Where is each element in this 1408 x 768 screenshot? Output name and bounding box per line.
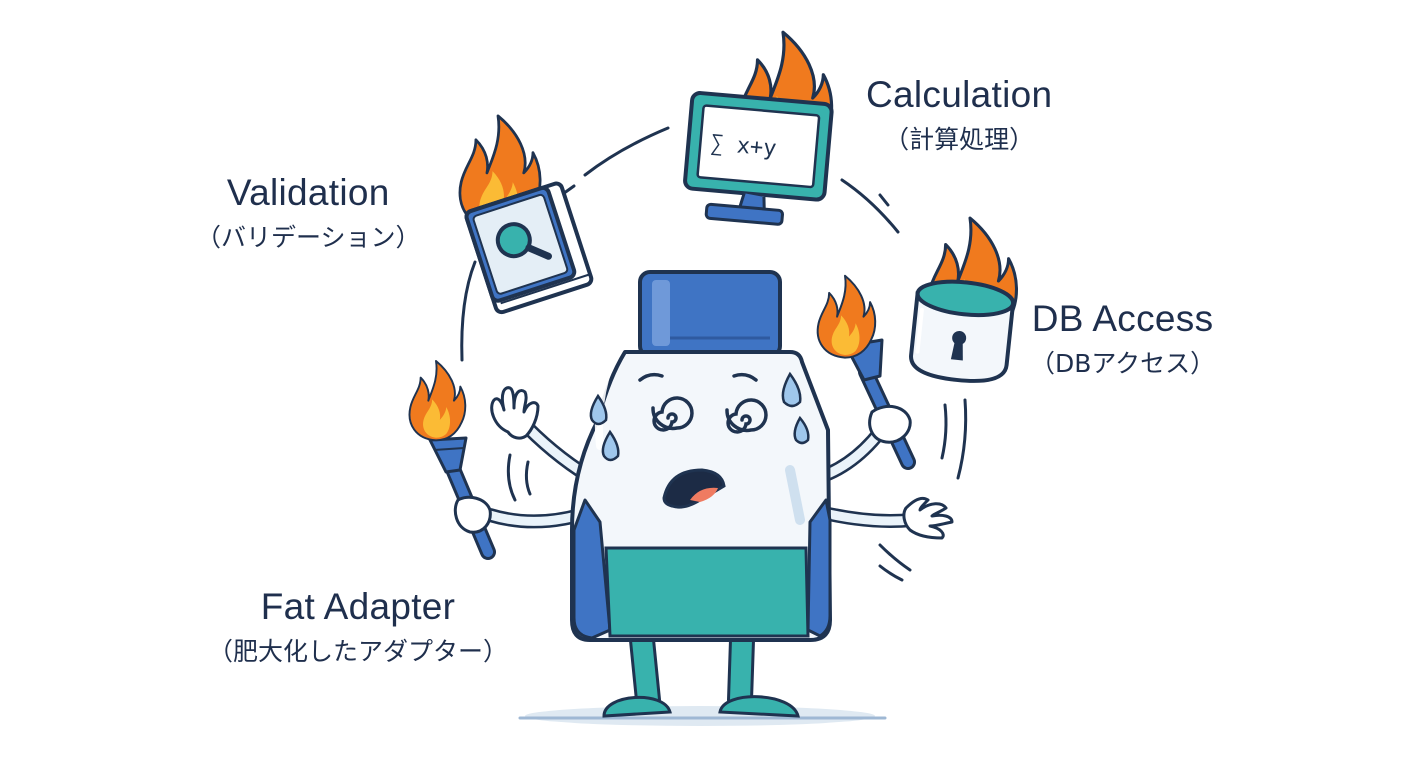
right-open-hand-icon	[902, 496, 954, 540]
validation-title: Validation	[226, 172, 390, 213]
ground-shadow	[525, 706, 875, 726]
dizzy-face	[638, 372, 768, 434]
body-band	[604, 546, 810, 638]
keyhole-icon	[952, 330, 967, 345]
fat-adapter-title: Fat Adapter	[260, 586, 456, 627]
monitor-icon: ∑ x+y	[683, 30, 834, 226]
db-access-subtitle: （DBアクセス）	[1030, 349, 1216, 378]
book-magnifier-icon	[458, 114, 594, 315]
right-foot	[718, 695, 800, 718]
fire-icon	[816, 274, 877, 359]
left-open-hand-icon	[490, 386, 540, 440]
database-lock-icon	[909, 216, 1019, 383]
calculation-label: Calculation （計算処理）	[866, 74, 1052, 156]
db-access-title: DB Access	[1031, 298, 1214, 339]
calculation-title: Calculation	[866, 74, 1053, 115]
fat-adapter-subtitle: （肥大化したアダプター）	[208, 637, 509, 666]
left-foot	[602, 695, 672, 718]
validation-label: Validation （バリデーション）	[196, 172, 421, 254]
left-torch-icon	[408, 359, 496, 560]
left-fist	[453, 495, 492, 534]
sweat-drop	[781, 371, 802, 408]
sweat-drop	[601, 429, 620, 462]
validation-subtitle: （バリデーション）	[196, 223, 421, 252]
right-fist	[868, 404, 912, 444]
monitor-formula: ∑ x+y	[709, 131, 777, 162]
db-access-label: DB Access （DBアクセス）	[1030, 298, 1215, 380]
right-torch-icon	[816, 274, 916, 470]
sweat-drop	[589, 393, 608, 426]
calculation-subtitle: （計算処理）	[884, 125, 1035, 154]
juggling-arc	[460, 126, 968, 582]
sweat-drop	[793, 415, 810, 445]
fat-adapter-label: Fat Adapter （肥大化したアダプター）	[208, 586, 508, 668]
fat-adapter-character	[483, 270, 954, 718]
fire-icon	[408, 359, 467, 442]
